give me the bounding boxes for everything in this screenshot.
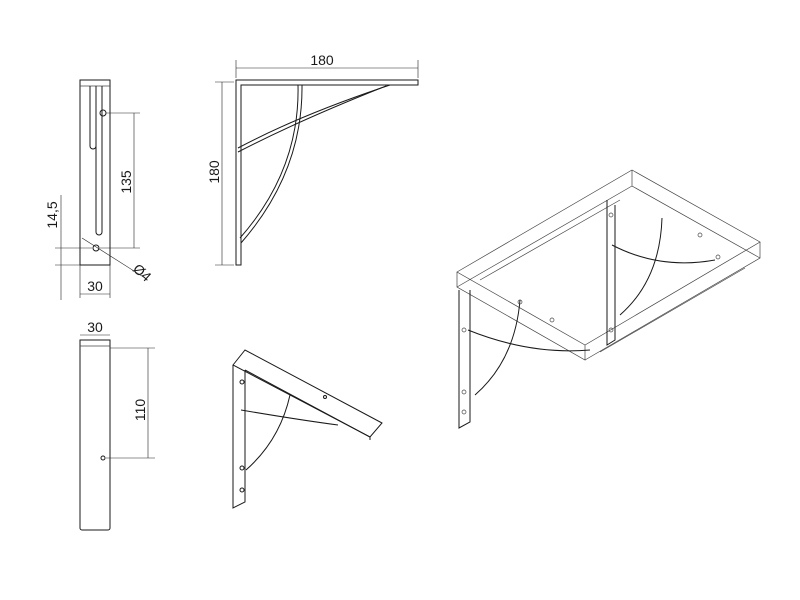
isometric-assembly — [456, 169, 761, 429]
dimension-label-diameter: Ø4 — [130, 260, 155, 285]
dimension-label-180-horizontal: 180 — [310, 52, 334, 68]
dimension-label-135: 135 — [118, 170, 134, 194]
diameter-leader — [81, 237, 146, 279]
isometric-bracket — [232, 349, 383, 509]
slot-upper — [89, 86, 97, 150]
dimension-label-30-bottom: 30 — [87, 319, 103, 335]
dimension-label-110: 110 — [132, 399, 148, 422]
dimension-label-180-vertical: 180 — [206, 160, 222, 184]
side-view-bottom: 30 110 — [79, 319, 155, 531]
front-view: 180 180 — [206, 52, 419, 266]
brace-arc-2 — [239, 84, 299, 239]
hole — [100, 455, 106, 461]
bracket-back-outline — [79, 339, 111, 531]
side-view-top: 135 14,5 Ø4 30 — [44, 79, 155, 300]
top-plate — [232, 349, 383, 438]
shelf-top — [456, 169, 761, 346]
hole-lower — [92, 244, 100, 252]
brace-arc-1 — [237, 84, 391, 149]
bracket-left — [458, 290, 471, 429]
hole-upper — [99, 109, 107, 117]
bracket-front-outline — [235, 79, 419, 266]
wall-plate — [232, 365, 246, 509]
dimension-label-30: 30 — [87, 278, 103, 294]
slot-lower — [95, 86, 103, 236]
dimension-label-14-5: 14,5 — [44, 201, 60, 228]
bracket-side-outline — [79, 79, 111, 266]
